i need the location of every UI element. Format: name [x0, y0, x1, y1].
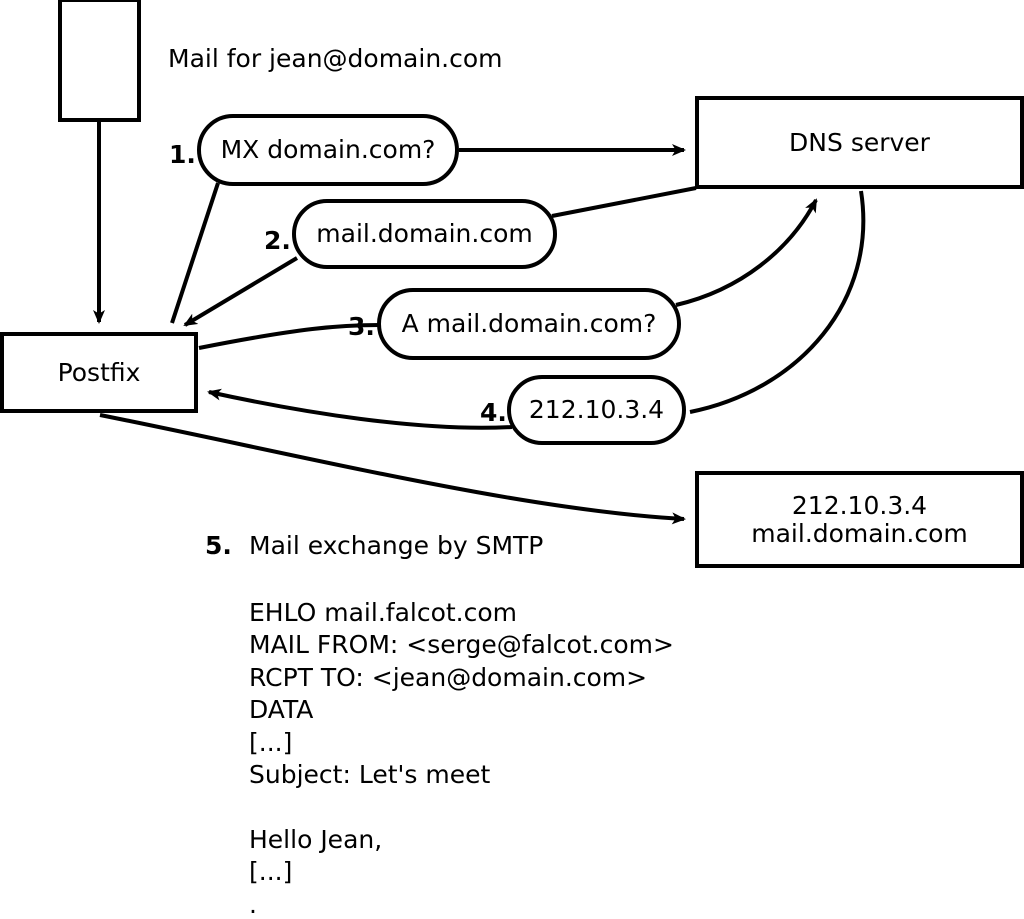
mail-client-box: [58, 0, 141, 122]
connector-bubble2-to-postfix: [183, 256, 299, 327]
mail-server-hostname: mail.domain.com: [751, 518, 968, 548]
step-number-3: 3.: [348, 312, 375, 341]
step-bubble-label: mail.domain.com: [316, 219, 533, 248]
smtp-transcript-line: Hello Jean,: [249, 824, 383, 854]
connector-postfix-to-bubble3: [198, 323, 381, 350]
postfix-box: Postfix: [0, 332, 198, 413]
step-bubble-mx-query: MX domain.com?: [197, 114, 459, 186]
step-bubble-mx-answer: mail.domain.com: [292, 199, 557, 269]
dns-server-box: DNS server: [695, 96, 1024, 189]
smtp-transcript-line: DATA: [249, 695, 314, 725]
smtp-transcript-line: Subject: Let's meet: [249, 760, 491, 790]
step-5-label: Mail exchange by SMTP: [249, 531, 544, 560]
step-number-4: 4.: [480, 398, 507, 427]
step-bubble-label: 212.10.3.4: [528, 395, 665, 424]
step-number-2: 2.: [264, 226, 291, 255]
smtp-transcript-line: [249, 791, 674, 823]
postfix-label: Postfix: [57, 357, 141, 387]
smtp-transcript-line: MAIL FROM: <serge@falcot.com>: [249, 630, 674, 660]
smtp-transcript-line: RCPT TO: <jean@domain.com>: [249, 662, 648, 692]
step-bubble-label: A mail.domain.com?: [401, 309, 657, 338]
page-title: Mail for jean@domain.com: [168, 44, 503, 73]
step-number-1: 1.: [169, 140, 196, 169]
smtp-transcript-line: [...]: [249, 727, 293, 757]
step-bubble-a-query: A mail.domain.com?: [377, 288, 681, 360]
smtp-transcript-line: EHLO mail.falcot.com: [249, 598, 518, 627]
connector-bubble3-to-dns: [675, 198, 818, 307]
connector-postfix-to-mailserver: [99, 413, 686, 525]
smtp-transcript-line: .: [249, 889, 257, 919]
connector-bubble4-to-postfix: [207, 388, 513, 430]
step-bubble-a-answer: 212.10.3.4: [507, 375, 686, 445]
connector-dns-to-bubble4: [689, 190, 866, 414]
step-number-5: 5.: [205, 531, 232, 560]
mail-server-ip: 212.10.3.4: [791, 490, 928, 520]
connector-dns-to-bubble2: [551, 186, 697, 218]
dns-server-label: DNS server: [789, 127, 930, 157]
smtp-transcript-line: [...]: [249, 857, 293, 887]
step-bubble-label: MX domain.com?: [220, 135, 436, 164]
connector-postfix-to-bubble1: [170, 182, 220, 324]
